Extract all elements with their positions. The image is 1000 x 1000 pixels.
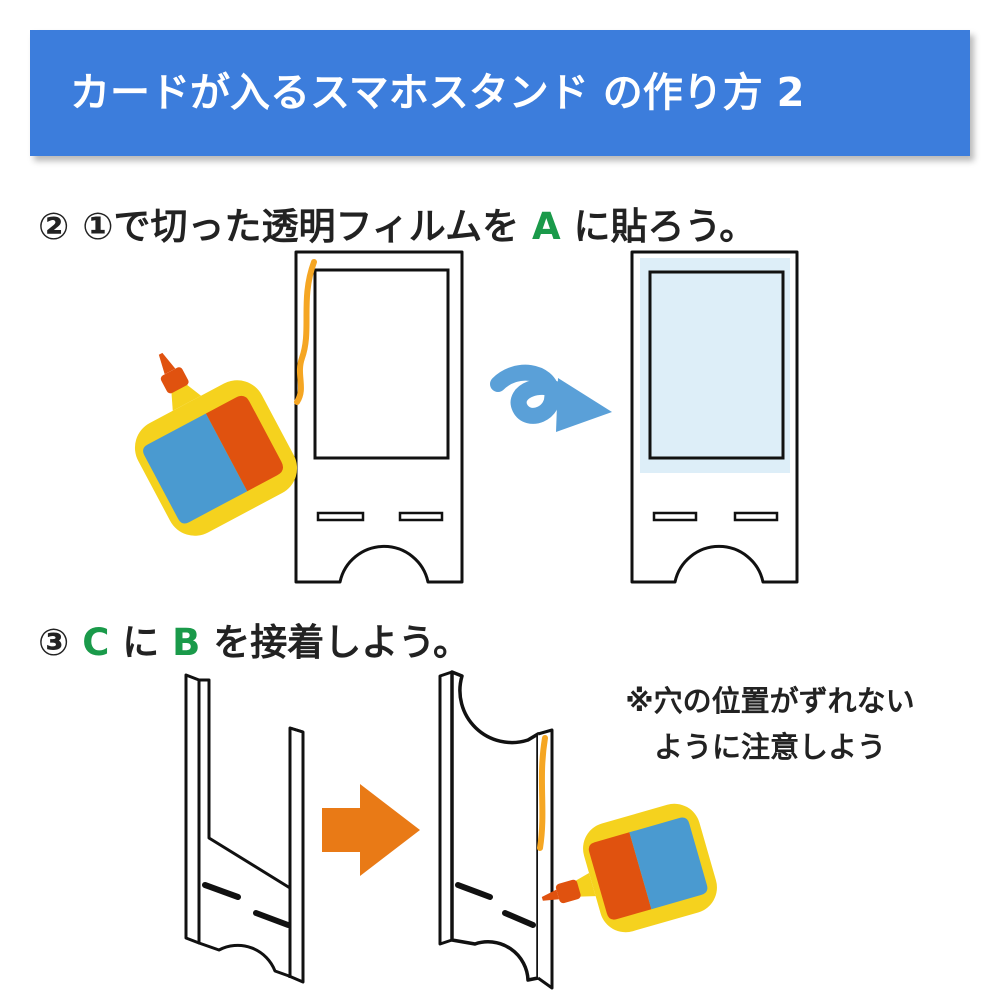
alignment-note: ※穴の位置がずれない ように注意しよう (560, 678, 980, 770)
step3-number: ③ (38, 621, 70, 664)
note-line-1: ※穴の位置がずれない (625, 684, 915, 718)
curl-arrow-icon (490, 364, 612, 432)
step2-instruction: ② ①で切った透明フィルムを A に貼ろう。 (38, 196, 756, 250)
glue-bottle-icon (134, 352, 298, 536)
title-banner: カードが入るスマホスタンド の作り方 2 (30, 30, 970, 156)
part-b-on-c-piece (438, 670, 554, 990)
page-title: カードが入るスマホスタンド の作り方 2 (70, 70, 805, 116)
step3-text-after: を接着しよう。 (213, 621, 471, 664)
stand-panel-before (294, 250, 464, 584)
glue-line (294, 259, 317, 405)
step3-instruction: ③ C に B を接着しよう。 (38, 612, 470, 666)
transparent-film (640, 258, 790, 473)
step3-part-b-label: B (172, 621, 201, 664)
glue-bottle-icon-2 (541, 803, 717, 933)
step2-number: ② (38, 205, 70, 248)
step3-part-c-label: C (82, 621, 110, 664)
part-c-piece (184, 673, 305, 984)
note-line-2: ように注意しよう (653, 730, 886, 764)
step2-text-after: に貼ろう。 (573, 205, 757, 248)
step2-text-before: ①で切った透明フィルムを (82, 205, 520, 248)
glue-line-2 (537, 735, 548, 851)
step3-connector: に (122, 621, 160, 664)
right-arrow-icon (322, 784, 420, 876)
step2-part-label: A (531, 205, 561, 248)
stand-panel-with-film (630, 250, 799, 584)
